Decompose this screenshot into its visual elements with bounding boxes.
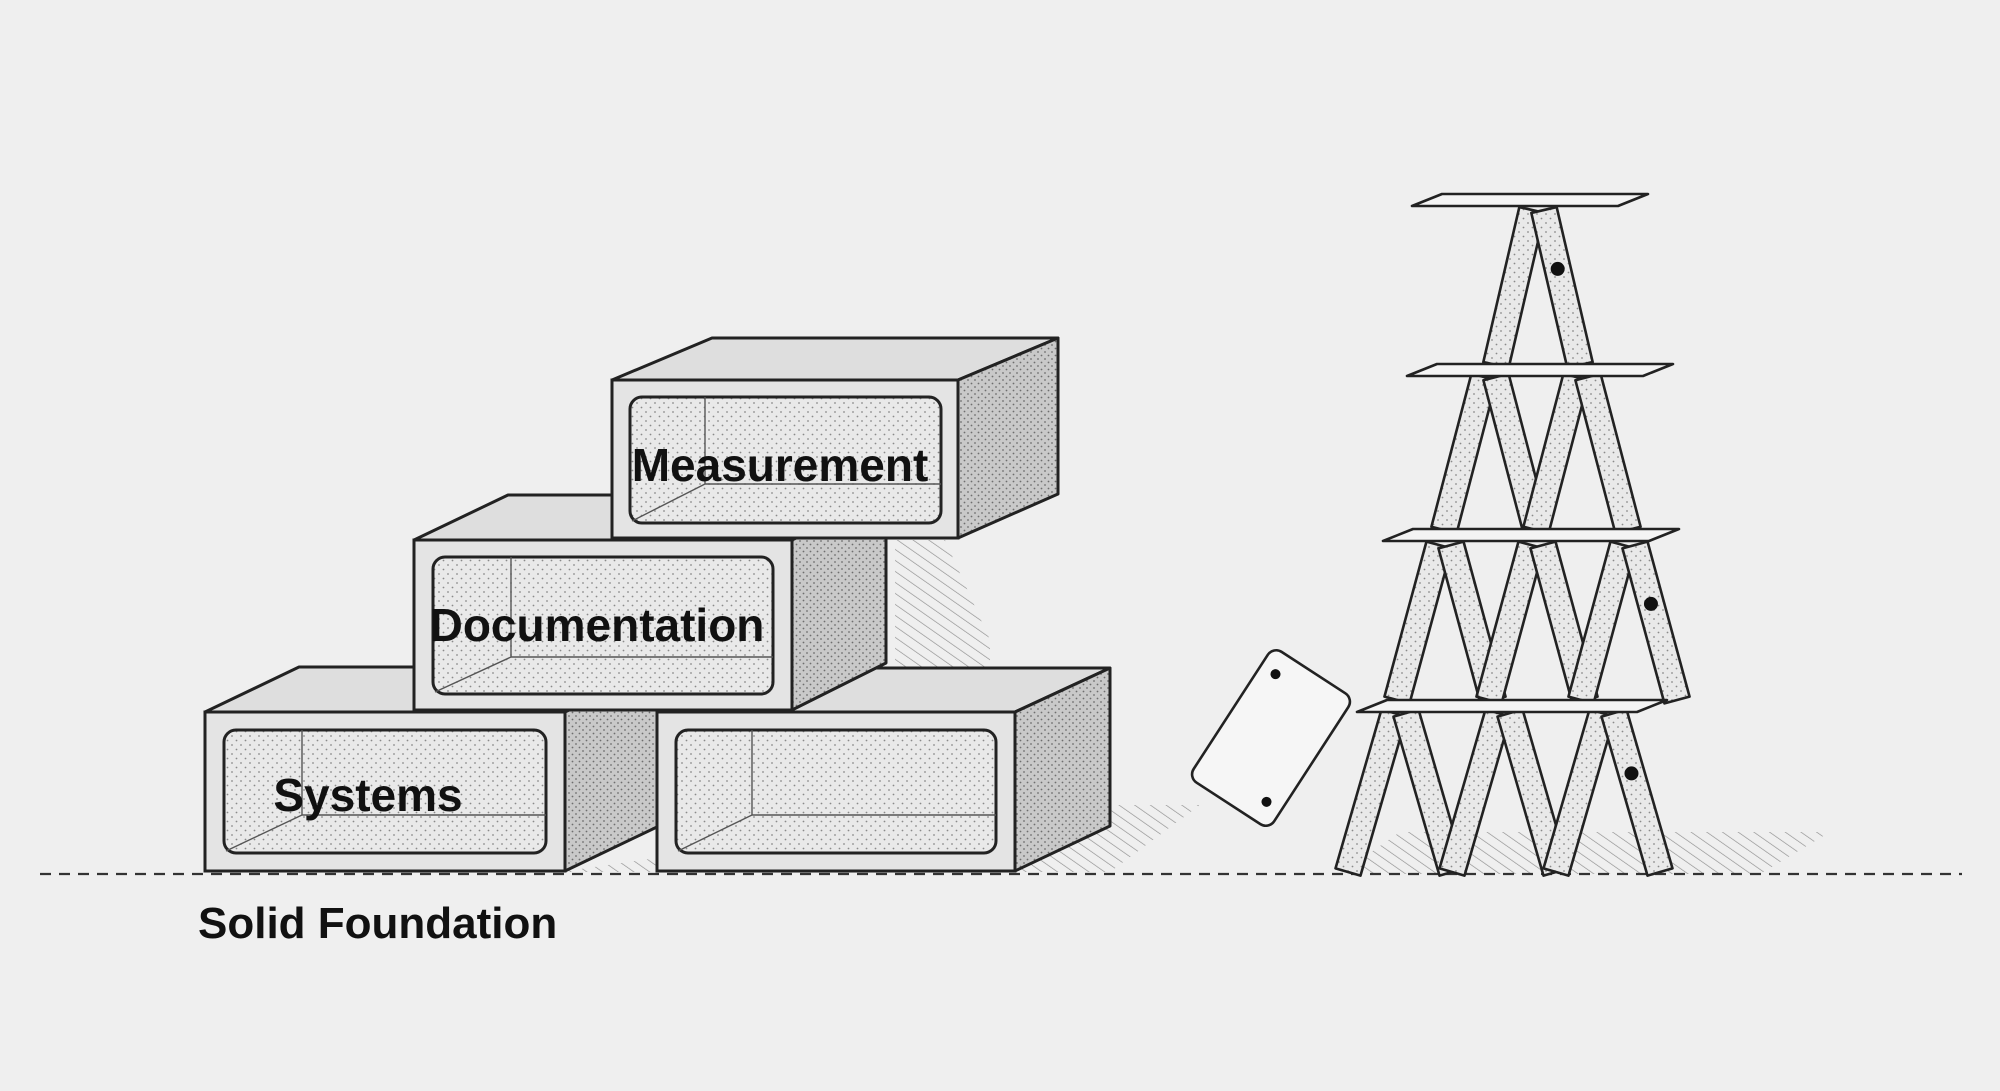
top-card xyxy=(1412,194,1648,206)
block-documentation-label: Documentation xyxy=(430,599,765,651)
card-face xyxy=(1531,207,1592,368)
foundation-label: Solid Foundation xyxy=(198,899,557,948)
card-16 xyxy=(1575,374,1640,534)
block-unlabeled-window xyxy=(676,730,996,853)
card-suit-pip-icon xyxy=(1644,597,1658,611)
card-12 xyxy=(1622,542,1689,704)
card-face xyxy=(1575,374,1640,534)
house-of-cards xyxy=(1188,194,1689,876)
card-18 xyxy=(1531,207,1592,368)
block-measurement-label: Measurement xyxy=(632,439,929,491)
block-measurement: Measurement xyxy=(612,338,1058,538)
card-7 xyxy=(1384,542,1451,704)
card-suit-pip-icon xyxy=(1551,262,1565,276)
card-face xyxy=(1622,542,1689,704)
card-face xyxy=(1384,542,1451,704)
shelf-card-1 xyxy=(1357,700,1667,712)
block-systems-label: Systems xyxy=(273,769,462,821)
fallen-card xyxy=(1188,646,1353,829)
card-suit-pip-icon xyxy=(1624,766,1638,780)
shelf-card-3 xyxy=(1407,364,1673,376)
shelf-card-2 xyxy=(1383,529,1679,541)
